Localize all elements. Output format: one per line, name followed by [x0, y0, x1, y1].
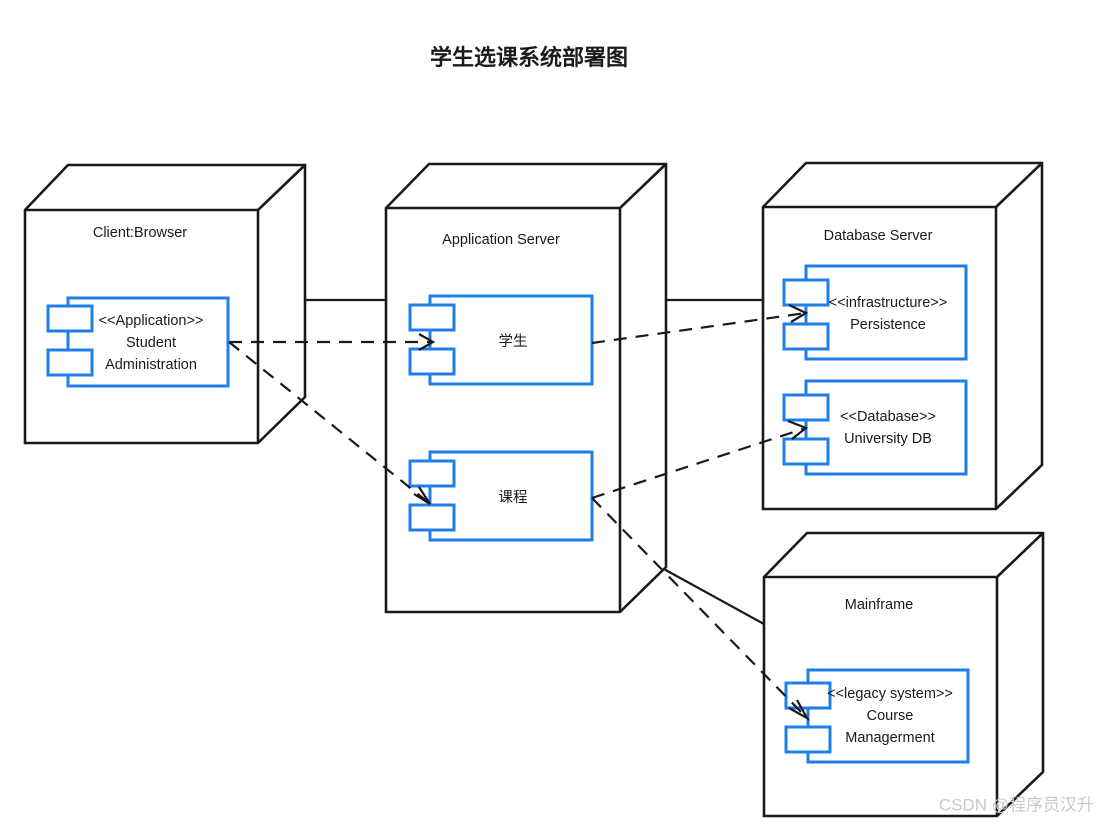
student-administration-name-line2: Administration	[105, 357, 197, 373]
application-server-label: Application Server	[442, 232, 560, 248]
persistence-stereotype: <<infrastructure>>	[829, 295, 948, 311]
university-db-stereotype: <<Database>>	[840, 409, 936, 425]
dep-studentadmin-to-course-arrowhead	[413, 486, 431, 505]
component-student-administration[interactable]: <<Application>> Student Administration	[46, 296, 230, 388]
dep-student-to-persistence	[591, 304, 809, 345]
dependency-arrows	[228, 304, 810, 721]
component-university-db[interactable]: <<Database>> University DB	[782, 379, 968, 476]
dep-course-to-coursemanagerment-line	[591, 497, 807, 718]
dep-studentadmin-to-student-arrowhead	[418, 333, 436, 351]
persistence-body	[804, 264, 968, 361]
node-mainframe[interactable]: Mainframe <<legacy system>> Course Manag…	[762, 531, 1045, 818]
database-server-label: Database Server	[824, 228, 933, 244]
course-managerment-stereotype: <<legacy system>>	[827, 686, 953, 702]
dep-studentadmin-to-course	[228, 341, 431, 505]
component-persistence[interactable]: <<infrastructure>> Persistence	[782, 264, 968, 361]
student-administration-tab-top	[46, 304, 94, 333]
course-managerment-tab-bottom	[784, 725, 832, 754]
client-browser-3d-edges	[25, 164, 306, 443]
course-tab-top	[408, 459, 456, 488]
csdn-watermark: CSDN @程序员汉升	[939, 795, 1094, 814]
client-browser-label: Client:Browser	[93, 225, 187, 241]
node-client-browser[interactable]: Client:Browser <<Application>> Student A…	[23, 163, 307, 445]
dep-student-to-persistence-line	[591, 311, 807, 345]
node-database-server[interactable]: Database Server <<infrastructure>> Persi…	[761, 161, 1044, 511]
university-db-tab-bottom	[782, 437, 830, 466]
course-tab-bottom	[408, 503, 456, 532]
component-course-managerment[interactable]: <<legacy system>> Course Managerment	[784, 668, 970, 764]
persistence-tab-bottom	[782, 322, 830, 351]
dep-student-to-persistence-arrowhead	[788, 304, 809, 323]
student-administration-name-line1: Student	[126, 335, 176, 351]
component-student[interactable]: 学生	[408, 294, 594, 386]
database-server-3d-edges	[763, 162, 1043, 509]
persistence-name-line1: Persistence	[850, 317, 926, 333]
application-server-3d-edges	[386, 163, 667, 612]
component-course[interactable]: 课程	[408, 450, 594, 542]
course-body	[428, 450, 594, 542]
dep-studentadmin-to-student	[229, 333, 436, 351]
dep-course-to-universitydb-line	[591, 426, 807, 500]
node-application-server[interactable]: Application Server 学生 课程	[384, 162, 668, 614]
student-name-line1: 学生	[499, 333, 528, 350]
dep-course-to-coursemanagerment	[591, 497, 810, 721]
association-lines	[305, 298, 765, 625]
student-tab-bottom	[408, 347, 456, 376]
course-managerment-name-line2: Managerment	[845, 730, 934, 746]
page-title: 学生选课系统部署图	[430, 45, 628, 70]
dep-course-to-universitydb-arrowhead	[787, 419, 809, 440]
student-administration-stereotype: <<Application>>	[99, 313, 204, 329]
student-administration-body	[66, 296, 230, 388]
dep-course-to-coursemanagerment-arrowhead	[788, 699, 810, 721]
course-managerment-body	[806, 668, 970, 764]
student-tab-top	[408, 303, 456, 332]
student-administration-tab-bottom	[46, 348, 94, 377]
mainframe-3d-edges	[764, 532, 1044, 816]
mainframe-label: Mainframe	[845, 597, 914, 613]
assoc-appserver-to-mainframe	[661, 567, 765, 625]
university-db-tab-top	[782, 393, 830, 422]
dep-course-to-universitydb	[591, 419, 809, 500]
persistence-tab-top	[782, 278, 830, 307]
student-body	[428, 294, 594, 386]
course-managerment-name-line1: Course	[867, 708, 914, 724]
university-db-body	[804, 379, 968, 476]
course-name-line1: 课程	[499, 489, 528, 506]
university-db-name-line1: University DB	[844, 431, 932, 447]
